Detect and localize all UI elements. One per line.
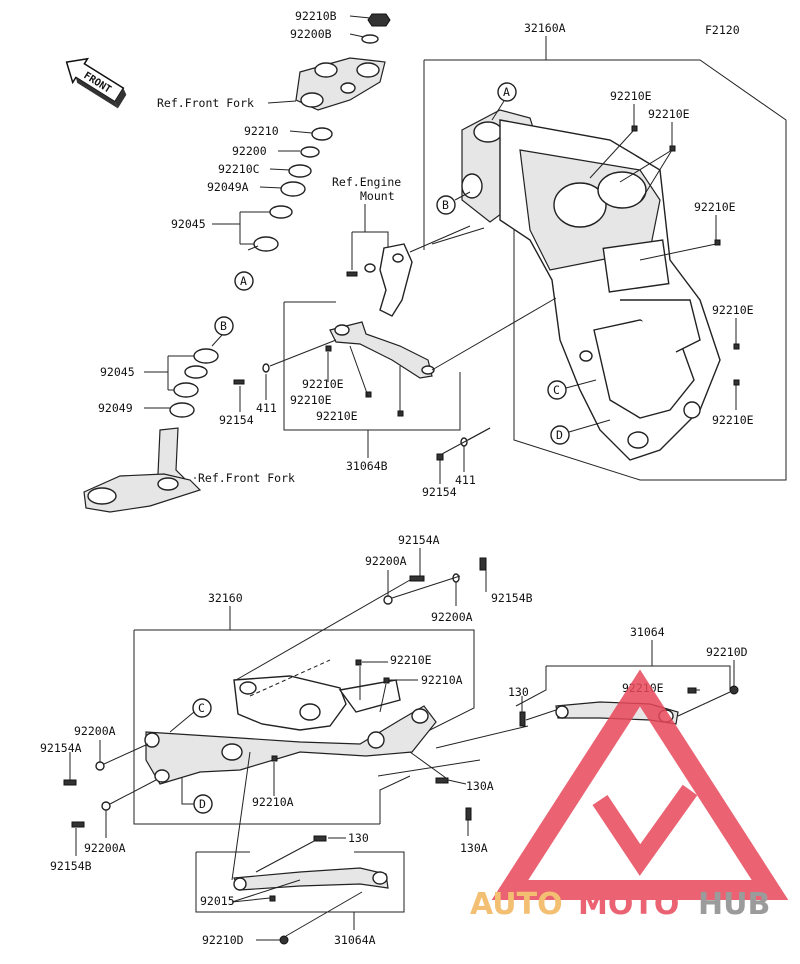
part-92045-upper: 92045: [171, 217, 206, 231]
part-92200B: 92200B: [290, 27, 332, 41]
watermark-moto: MOTO: [578, 887, 679, 922]
part-92154-upper: 92154: [219, 413, 254, 427]
part-92200: 92200: [232, 144, 267, 158]
part-92210E-4: 92210E: [712, 303, 754, 317]
callout-a: [234, 271, 254, 291]
part-92210A-2: 92210A: [252, 795, 294, 809]
part-92210D-1: 92210D: [706, 645, 748, 659]
left-fasteners: [63, 740, 157, 856]
part-92049A: 92049A: [207, 180, 249, 194]
part-92210E-1: 92210E: [610, 89, 652, 103]
callout-d-frame: [550, 425, 570, 445]
part-130-1: 130: [508, 685, 529, 699]
part-31064: 31064: [630, 625, 665, 639]
link-31064B-fasteners: [233, 339, 404, 417]
part-92049: 92049: [98, 401, 133, 415]
part-92045-lower: 92045: [100, 365, 135, 379]
part-130A-2: 130A: [460, 841, 488, 855]
lower-frame-bracket: [134, 629, 475, 741]
callout-c-frame-label: C: [553, 383, 560, 397]
frame-bracket: [424, 59, 787, 481]
part-92210B: 92210B: [295, 9, 337, 23]
part-92210E-8: 92210E: [316, 409, 358, 423]
callout-b: [214, 316, 234, 336]
lower-fasteners-31064B: [436, 427, 491, 484]
ref-front-fork-lower: Ref.Front Fork: [198, 471, 295, 485]
part-130-2: 130: [348, 831, 369, 845]
part-130A-1: 130A: [466, 779, 494, 793]
steering-stem-upper: [253, 13, 391, 252]
part-92210A-1: 92210A: [421, 673, 463, 687]
callout-b-frame-label: B: [442, 198, 449, 212]
part-92154B-bottom: 92154B: [50, 859, 92, 873]
part-92154A-top: 92154A: [398, 533, 440, 547]
part-92210: 92210: [244, 124, 279, 138]
part-92154-lower: 92154: [422, 485, 457, 499]
part-92210E-5: 92210E: [712, 413, 754, 427]
link-31064A: [231, 751, 389, 945]
part-31064A: 31064A: [334, 933, 376, 947]
part-32160: 32160: [208, 591, 243, 605]
part-92200A-bottom: 92200A: [84, 841, 126, 855]
ref-engine-line1: Ref.Engine: [332, 175, 401, 189]
part-92210E-9: 92210E: [390, 653, 432, 667]
part-411-upper: 411: [256, 401, 277, 415]
frame-bolts: [631, 125, 740, 386]
callout-d: [193, 794, 213, 814]
part-92210E-2: 92210E: [648, 107, 690, 121]
watermark-auto: AUTO: [470, 887, 563, 922]
top-fasteners: [235, 548, 487, 681]
callout-c-label: C: [198, 701, 205, 715]
part-92210E-6: 92210E: [302, 377, 344, 391]
lower-frame-fasteners: [271, 659, 472, 836]
callout-a-frame-label: A: [503, 85, 510, 99]
callout-b-label: B: [220, 319, 227, 333]
main-frame: [461, 109, 721, 461]
leaders-frame: [589, 104, 737, 410]
ref-front-fork-upper: Ref.Front Fork: [157, 96, 254, 110]
part-92200A-top: 92200A: [365, 554, 407, 568]
leaders-stem-upper: [212, 15, 371, 251]
link-31064B: [329, 297, 557, 379]
part-92200A-left: 92200A: [74, 724, 116, 738]
callout-a-label: A: [240, 274, 247, 288]
figure-code: F2120: [705, 23, 740, 37]
callout-b-frame: [436, 195, 456, 215]
automotohub-watermark-logo: AUTO MOTO HUB: [470, 669, 789, 922]
part-92154A-left: 92154A: [40, 741, 82, 755]
link-31064-bracket: [546, 665, 731, 690]
part-411-lower: 411: [455, 473, 476, 487]
part-92200A-top2: 92200A: [431, 610, 473, 624]
part-92154B-top: 92154B: [491, 591, 533, 605]
callout-c: [192, 698, 212, 718]
engine-mount: [346, 225, 485, 317]
callout-d-label: D: [199, 797, 206, 811]
link-31064B-bracket: [283, 302, 461, 431]
part-92210E-7: 92210E: [290, 393, 332, 407]
front-arrow-icon: FRONT: [65, 57, 127, 109]
watermark-hub: HUB: [698, 887, 770, 922]
ref-engine-line2: Mount: [360, 189, 395, 203]
part-92210E-3: 92210E: [694, 200, 736, 214]
steering-stem-lower: [83, 348, 219, 513]
lower-frame-rail: [144, 659, 437, 785]
callout-a-frame: [497, 82, 517, 102]
link-31064A-bracket: [195, 851, 405, 913]
leaders-stem-lower: [144, 355, 196, 479]
part-92210D-2: 92210D: [202, 933, 244, 947]
part-31064B: 31064B: [346, 459, 388, 473]
callout-d-frame-label: D: [556, 428, 563, 442]
part-92015: 92015: [200, 894, 235, 908]
part-32160A: 32160A: [524, 21, 566, 35]
part-92210C: 92210C: [218, 162, 260, 176]
callout-c-frame: [547, 380, 567, 400]
